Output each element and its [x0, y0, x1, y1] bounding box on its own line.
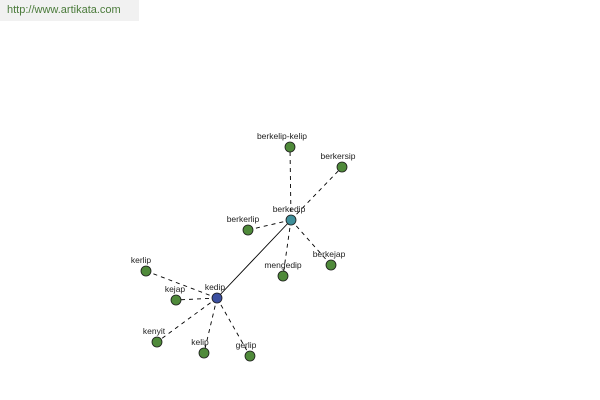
node-label-kejap: kejap [165, 284, 186, 294]
edge-kedip-kenyit [156, 297, 218, 343]
node-circle-gerlip[interactable] [244, 350, 256, 362]
node-label-berkerlip: berkerlip [227, 214, 260, 224]
node-label-gerlip: gerlip [236, 340, 257, 350]
node-kejap[interactable]: kejap [165, 284, 186, 306]
node-circle-kedip[interactable] [211, 292, 223, 304]
nodes-layer: kedip berkedip berkelip-kelip berkersip berk… [131, 131, 356, 362]
node-circle-berkejap[interactable] [325, 259, 337, 271]
node-berkelip-kelip[interactable]: berkelip-kelip [257, 131, 307, 153]
edge-kedip-kejap [175, 297, 218, 301]
node-label-berkejap: berkejap [313, 249, 346, 259]
node-label-mengedip: mengedip [264, 260, 302, 270]
node-circle-kenyit[interactable] [151, 336, 163, 348]
node-kelip[interactable]: kelip [191, 337, 210, 359]
node-label-berkedip: berkedip [273, 204, 306, 214]
node-label-kerlip: kerlip [131, 255, 152, 265]
edge-kedip-berkedip [216, 219, 292, 299]
node-mengedip[interactable]: mengedip [264, 260, 302, 282]
node-kerlip[interactable]: kerlip [131, 255, 152, 277]
node-kenyit[interactable]: kenyit [143, 326, 166, 348]
node-circle-mengedip[interactable] [277, 270, 289, 282]
node-label-berkelip-kelip: berkelip-kelip [257, 131, 307, 141]
node-berkerlip[interactable]: berkerlip [227, 214, 260, 236]
node-kedip[interactable]: kedip [205, 282, 226, 304]
node-gerlip[interactable]: gerlip [236, 340, 257, 362]
node-circle-kerlip[interactable] [140, 265, 152, 277]
edge-berkedip-mengedip [282, 219, 292, 277]
node-label-kelip: kelip [191, 337, 209, 347]
edge-kedip-kelip [203, 297, 218, 354]
node-label-kenyit: kenyit [143, 326, 166, 336]
node-label-kedip: kedip [205, 282, 226, 292]
site-url-banner[interactable]: http://www.artikata.com [0, 0, 139, 21]
node-label-berkersip: berkersip [321, 151, 356, 161]
node-circle-kejap[interactable] [170, 294, 182, 306]
node-berkersip[interactable]: berkersip [321, 151, 356, 173]
node-circle-berkelip-kelip[interactable] [284, 141, 296, 153]
edge-kedip-gerlip [216, 297, 251, 357]
node-circle-kelip[interactable] [198, 347, 210, 359]
edge-berkedip-berkejap [290, 219, 332, 266]
node-berkedip[interactable]: berkedip [273, 204, 306, 226]
node-circle-berkedip[interactable] [285, 214, 297, 226]
node-circle-berkerlip[interactable] [242, 224, 254, 236]
node-berkejap[interactable]: berkejap [313, 249, 346, 271]
edges-layer [145, 146, 343, 357]
node-circle-berkersip[interactable] [336, 161, 348, 173]
